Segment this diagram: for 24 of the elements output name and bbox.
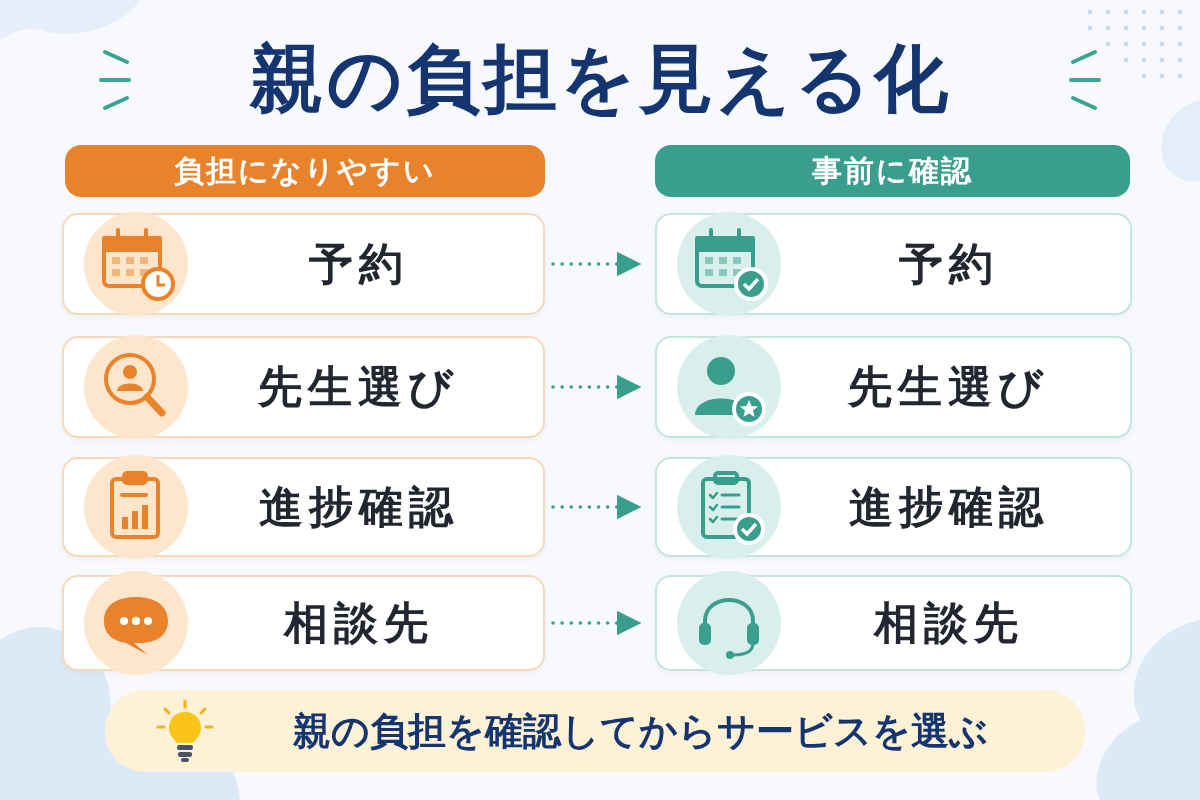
item-label: 先生選び [258, 359, 459, 414]
dotted-arrow [551, 251, 642, 277]
item-label: 予約 [898, 236, 999, 291]
item-card [655, 336, 1132, 438]
header-label: 事前に確認 [812, 151, 973, 190]
item-label: 進捗確認 [258, 479, 459, 534]
column-header [65, 145, 545, 197]
column-header [655, 145, 1130, 197]
item-card [62, 336, 545, 438]
dotted-arrow [551, 494, 642, 520]
item-label: 予約 [308, 236, 409, 291]
item-card [62, 213, 545, 315]
title: 親の負担を見える化 [248, 38, 952, 120]
item-label: 相談先 [283, 595, 434, 650]
dotted-arrow [551, 610, 642, 636]
item-label: 相談先 [873, 595, 1024, 650]
item-card [655, 213, 1132, 315]
item-card [62, 457, 545, 557]
item-label: 先生選び [848, 359, 1049, 414]
tip-text: 親の負担を確認してからサービスを選ぶ [292, 707, 988, 755]
item-label: 進捗確認 [848, 479, 1049, 534]
item-card [655, 457, 1132, 557]
dotted-arrow [551, 374, 642, 400]
header-label: 負担になりやすい [174, 151, 436, 190]
